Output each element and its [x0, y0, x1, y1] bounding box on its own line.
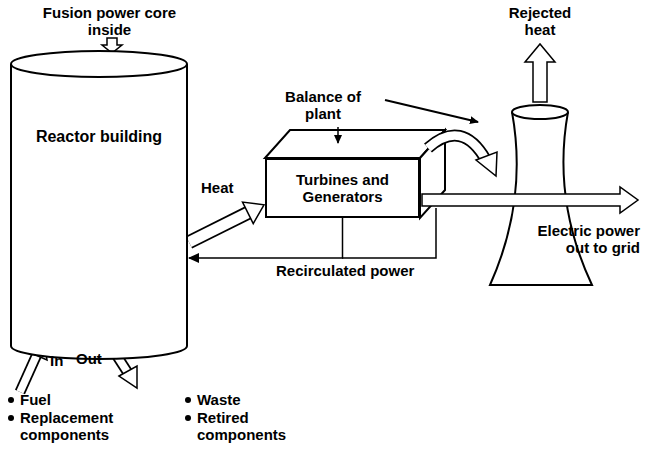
- edge-label: Recirculated power: [274, 262, 416, 279]
- rejected-heat-label: Rejected heat: [500, 4, 580, 39]
- node-text: Reactor building: [30, 128, 168, 146]
- reactor-building: Reactor building: [10, 50, 188, 360]
- grid-label: Electric power out to grid: [520, 222, 640, 257]
- bullet-item: Replacement components: [20, 409, 140, 444]
- bullet: [185, 397, 191, 403]
- bullet-item: Retired components: [197, 409, 307, 444]
- edge-label: Heat: [199, 179, 236, 196]
- bullet: [185, 415, 191, 421]
- in-arrow: [20, 352, 38, 392]
- out-arrow-head: [119, 366, 137, 388]
- cooling-tower-top: [512, 105, 568, 119]
- bullet: [8, 415, 14, 421]
- heat-to-tower-head: [476, 152, 497, 176]
- pointer-line: [385, 100, 478, 122]
- rejected-heat-arrow: [525, 44, 555, 102]
- plant-label: Balance of plant: [268, 88, 378, 123]
- heat-to-tower: [428, 136, 486, 161]
- in-arrow: [20, 352, 38, 392]
- bullet: [8, 397, 14, 403]
- connector: [189, 202, 264, 242]
- cylinder-outline: [10, 50, 188, 360]
- pointer-line: [337, 127, 339, 143]
- heat-to-tower: [428, 136, 486, 161]
- bullet-item: Waste: [197, 391, 317, 408]
- core-label: Fusion power core inside: [22, 4, 197, 39]
- turbine-box: Turbines and Generators: [265, 158, 420, 218]
- grid-arrow: [422, 187, 638, 213]
- box-top-face: [265, 130, 445, 158]
- connector: [189, 218, 343, 258]
- bullet-item: Fuel: [20, 391, 140, 408]
- out-label: Out: [76, 350, 116, 367]
- node-text: Turbines and Generators: [283, 171, 403, 206]
